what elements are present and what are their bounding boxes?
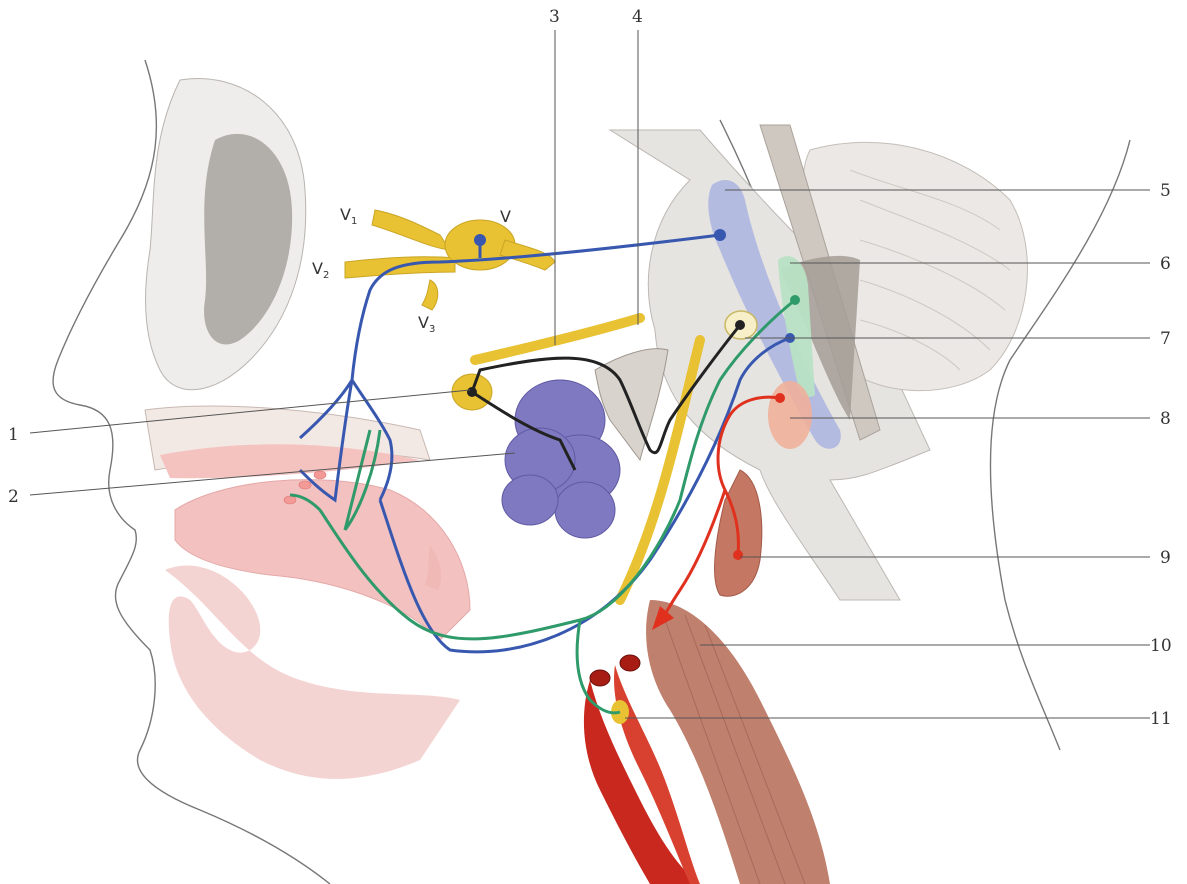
label-v2: V2	[312, 259, 329, 281]
solitary-nucleus-node	[790, 295, 800, 305]
label-v: V	[500, 207, 511, 226]
brainstem	[610, 125, 1027, 600]
label-4: 4	[632, 7, 643, 27]
ambiguus-nucleus-node	[775, 393, 785, 403]
label-v1: V1	[340, 205, 357, 227]
stylopharyngeus-node	[733, 550, 743, 560]
label-6: 6	[1160, 254, 1171, 274]
label-10: 10	[1150, 636, 1172, 656]
black-pathway-node	[735, 320, 745, 330]
label-7: 7	[1160, 329, 1171, 349]
trigeminal-ganglion	[345, 210, 555, 310]
label-5: 5	[1160, 181, 1171, 201]
label-9: 9	[1160, 548, 1171, 568]
trigeminal-ganglion-node	[474, 234, 486, 246]
otic-ganglion-node	[467, 387, 477, 397]
ambiguus-nucleus	[768, 381, 812, 449]
parotid-gland	[502, 380, 620, 538]
label-11: 11	[1150, 709, 1172, 729]
label-v3: V3	[418, 313, 435, 335]
trigeminal-nucleus-node	[714, 229, 726, 241]
nasal-sinus	[146, 78, 306, 389]
label-1: 1	[8, 425, 19, 445]
label-2: 2	[8, 487, 19, 507]
label-3: 3	[549, 7, 560, 27]
label-8: 8	[1160, 409, 1171, 429]
